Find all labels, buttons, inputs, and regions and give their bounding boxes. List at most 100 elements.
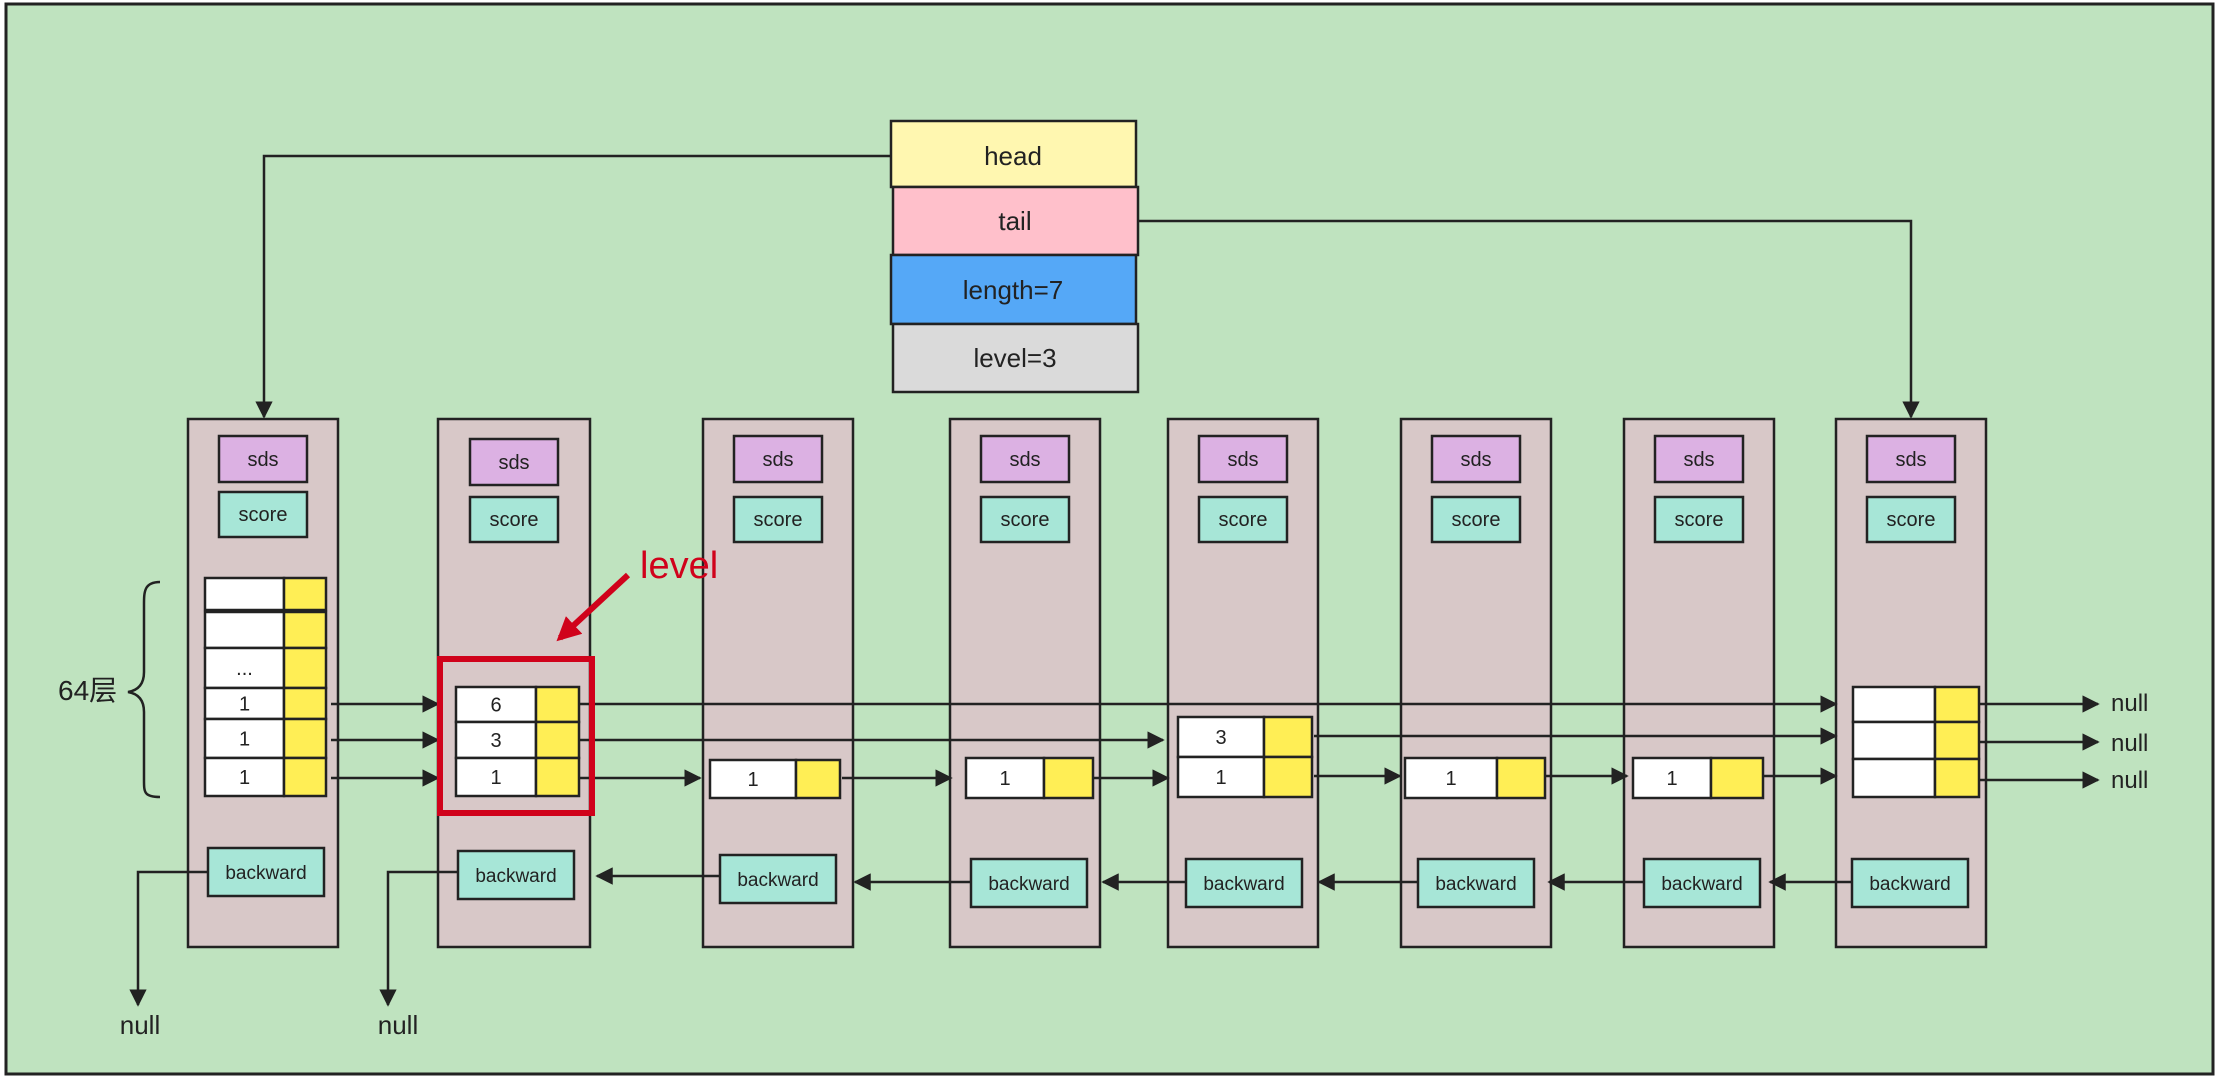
level-span-value: 1 — [239, 729, 250, 751]
skiplist-node: sds score 1 backward — [948, 417, 1102, 949]
level-forward-cell — [1709, 756, 1765, 800]
level-span-value: 1 — [1215, 767, 1226, 789]
score-label: score — [754, 509, 803, 531]
null-label: null — [2111, 767, 2148, 794]
level-forward-cell — [282, 576, 328, 612]
sds-label: sds — [498, 452, 529, 474]
level-annotation-label: level — [640, 545, 718, 587]
level-span-cell — [1851, 720, 1937, 761]
level-annotation-arrow — [556, 572, 631, 642]
backward-arrow — [129, 870, 208, 1007]
backward-label: backward — [1435, 874, 1516, 895]
level-forward-cell — [1042, 756, 1095, 800]
length-label: length=7 — [963, 275, 1063, 305]
level-forward-cell — [282, 756, 328, 798]
score-field — [1865, 495, 1957, 544]
level-span-value: 1 — [999, 768, 1010, 790]
zskiplist-struct: head tail length=7 level=3 — [889, 119, 1140, 394]
score-field — [1653, 495, 1745, 544]
score-field — [979, 495, 1071, 544]
level-forward-cell — [534, 685, 581, 724]
level-forward-cell — [1933, 720, 1981, 761]
sds-label: sds — [1683, 449, 1714, 471]
score-field — [468, 495, 560, 544]
level-forward-cell — [282, 686, 328, 721]
sds-field — [217, 434, 309, 484]
level-forward-cell — [1933, 757, 1981, 799]
level-brace-label: 64层 — [58, 675, 117, 706]
forward-pointers — [331, 695, 2100, 789]
head-pointer-arrow — [255, 154, 891, 419]
skiplist-nodes: sds score... 1 1 1 backward sds score 6 3 1 backwar… — [186, 417, 1988, 949]
level-forward-cell — [1933, 685, 1981, 724]
level-forward-cell — [282, 610, 328, 650]
sds-label: sds — [1009, 449, 1040, 471]
backward-field — [969, 857, 1089, 909]
score-label: score — [1452, 509, 1501, 531]
score-label: score — [1001, 509, 1050, 531]
level-forward-cell — [534, 720, 581, 760]
backward-field — [1416, 857, 1536, 909]
level-span-cell — [708, 758, 798, 800]
backward-label: backward — [225, 863, 306, 884]
level-brace — [127, 580, 161, 799]
backward-label: backward — [988, 874, 1069, 895]
backward-label: backward — [737, 870, 818, 891]
level-span-value: 3 — [1215, 727, 1226, 749]
backward-label: backward — [1869, 874, 1950, 895]
tail-label: tail — [998, 206, 1031, 236]
level-span-value: 1 — [239, 694, 250, 716]
score-field — [217, 490, 309, 539]
level-field — [891, 322, 1140, 394]
backward-label: backward — [1203, 874, 1284, 895]
sds-field — [1197, 434, 1289, 484]
level-forward-cell — [282, 646, 328, 690]
backward-field — [718, 853, 838, 905]
level-span-cell — [454, 685, 538, 724]
backward-field — [206, 846, 326, 898]
length-field — [889, 253, 1138, 326]
level-label: level=3 — [973, 343, 1056, 373]
level-forward-cell — [794, 758, 842, 800]
sds-label: sds — [247, 449, 278, 471]
level-span-value: 6 — [490, 695, 501, 717]
backward-label: backward — [1661, 874, 1742, 895]
level-forward-cell — [534, 756, 581, 798]
level-forward-cell — [282, 717, 328, 760]
sds-field — [1865, 434, 1957, 484]
backward-field — [1850, 857, 1970, 909]
sds-label: sds — [1895, 449, 1926, 471]
backward-pointers — [129, 867, 1852, 1007]
null-label: null — [120, 1010, 160, 1040]
level-span-cell — [1176, 755, 1266, 799]
level-span-cell — [1403, 756, 1499, 800]
level-span-cell — [1851, 685, 1937, 724]
backward-field — [1184, 857, 1304, 909]
level-span-cell — [203, 576, 286, 612]
level-span-value: 1 — [747, 769, 758, 791]
score-label: score — [1675, 509, 1724, 531]
level-forward-cell — [1262, 715, 1314, 759]
level-forward-cell — [1262, 755, 1314, 799]
sds-label: sds — [1227, 449, 1258, 471]
head-field — [889, 119, 1138, 189]
level-span-value: ... — [236, 658, 253, 680]
sds-field — [732, 434, 824, 484]
level-span-value: 3 — [490, 730, 501, 752]
sds-field — [1653, 434, 1745, 484]
level-span-cell — [1851, 757, 1937, 799]
tail-pointer-arrow — [1138, 219, 1920, 419]
backward-field — [1642, 857, 1762, 909]
null-label: null — [2111, 690, 2148, 717]
head-label: head — [984, 141, 1042, 171]
score-field — [1197, 495, 1289, 544]
level-span-value: 1 — [1445, 768, 1456, 790]
